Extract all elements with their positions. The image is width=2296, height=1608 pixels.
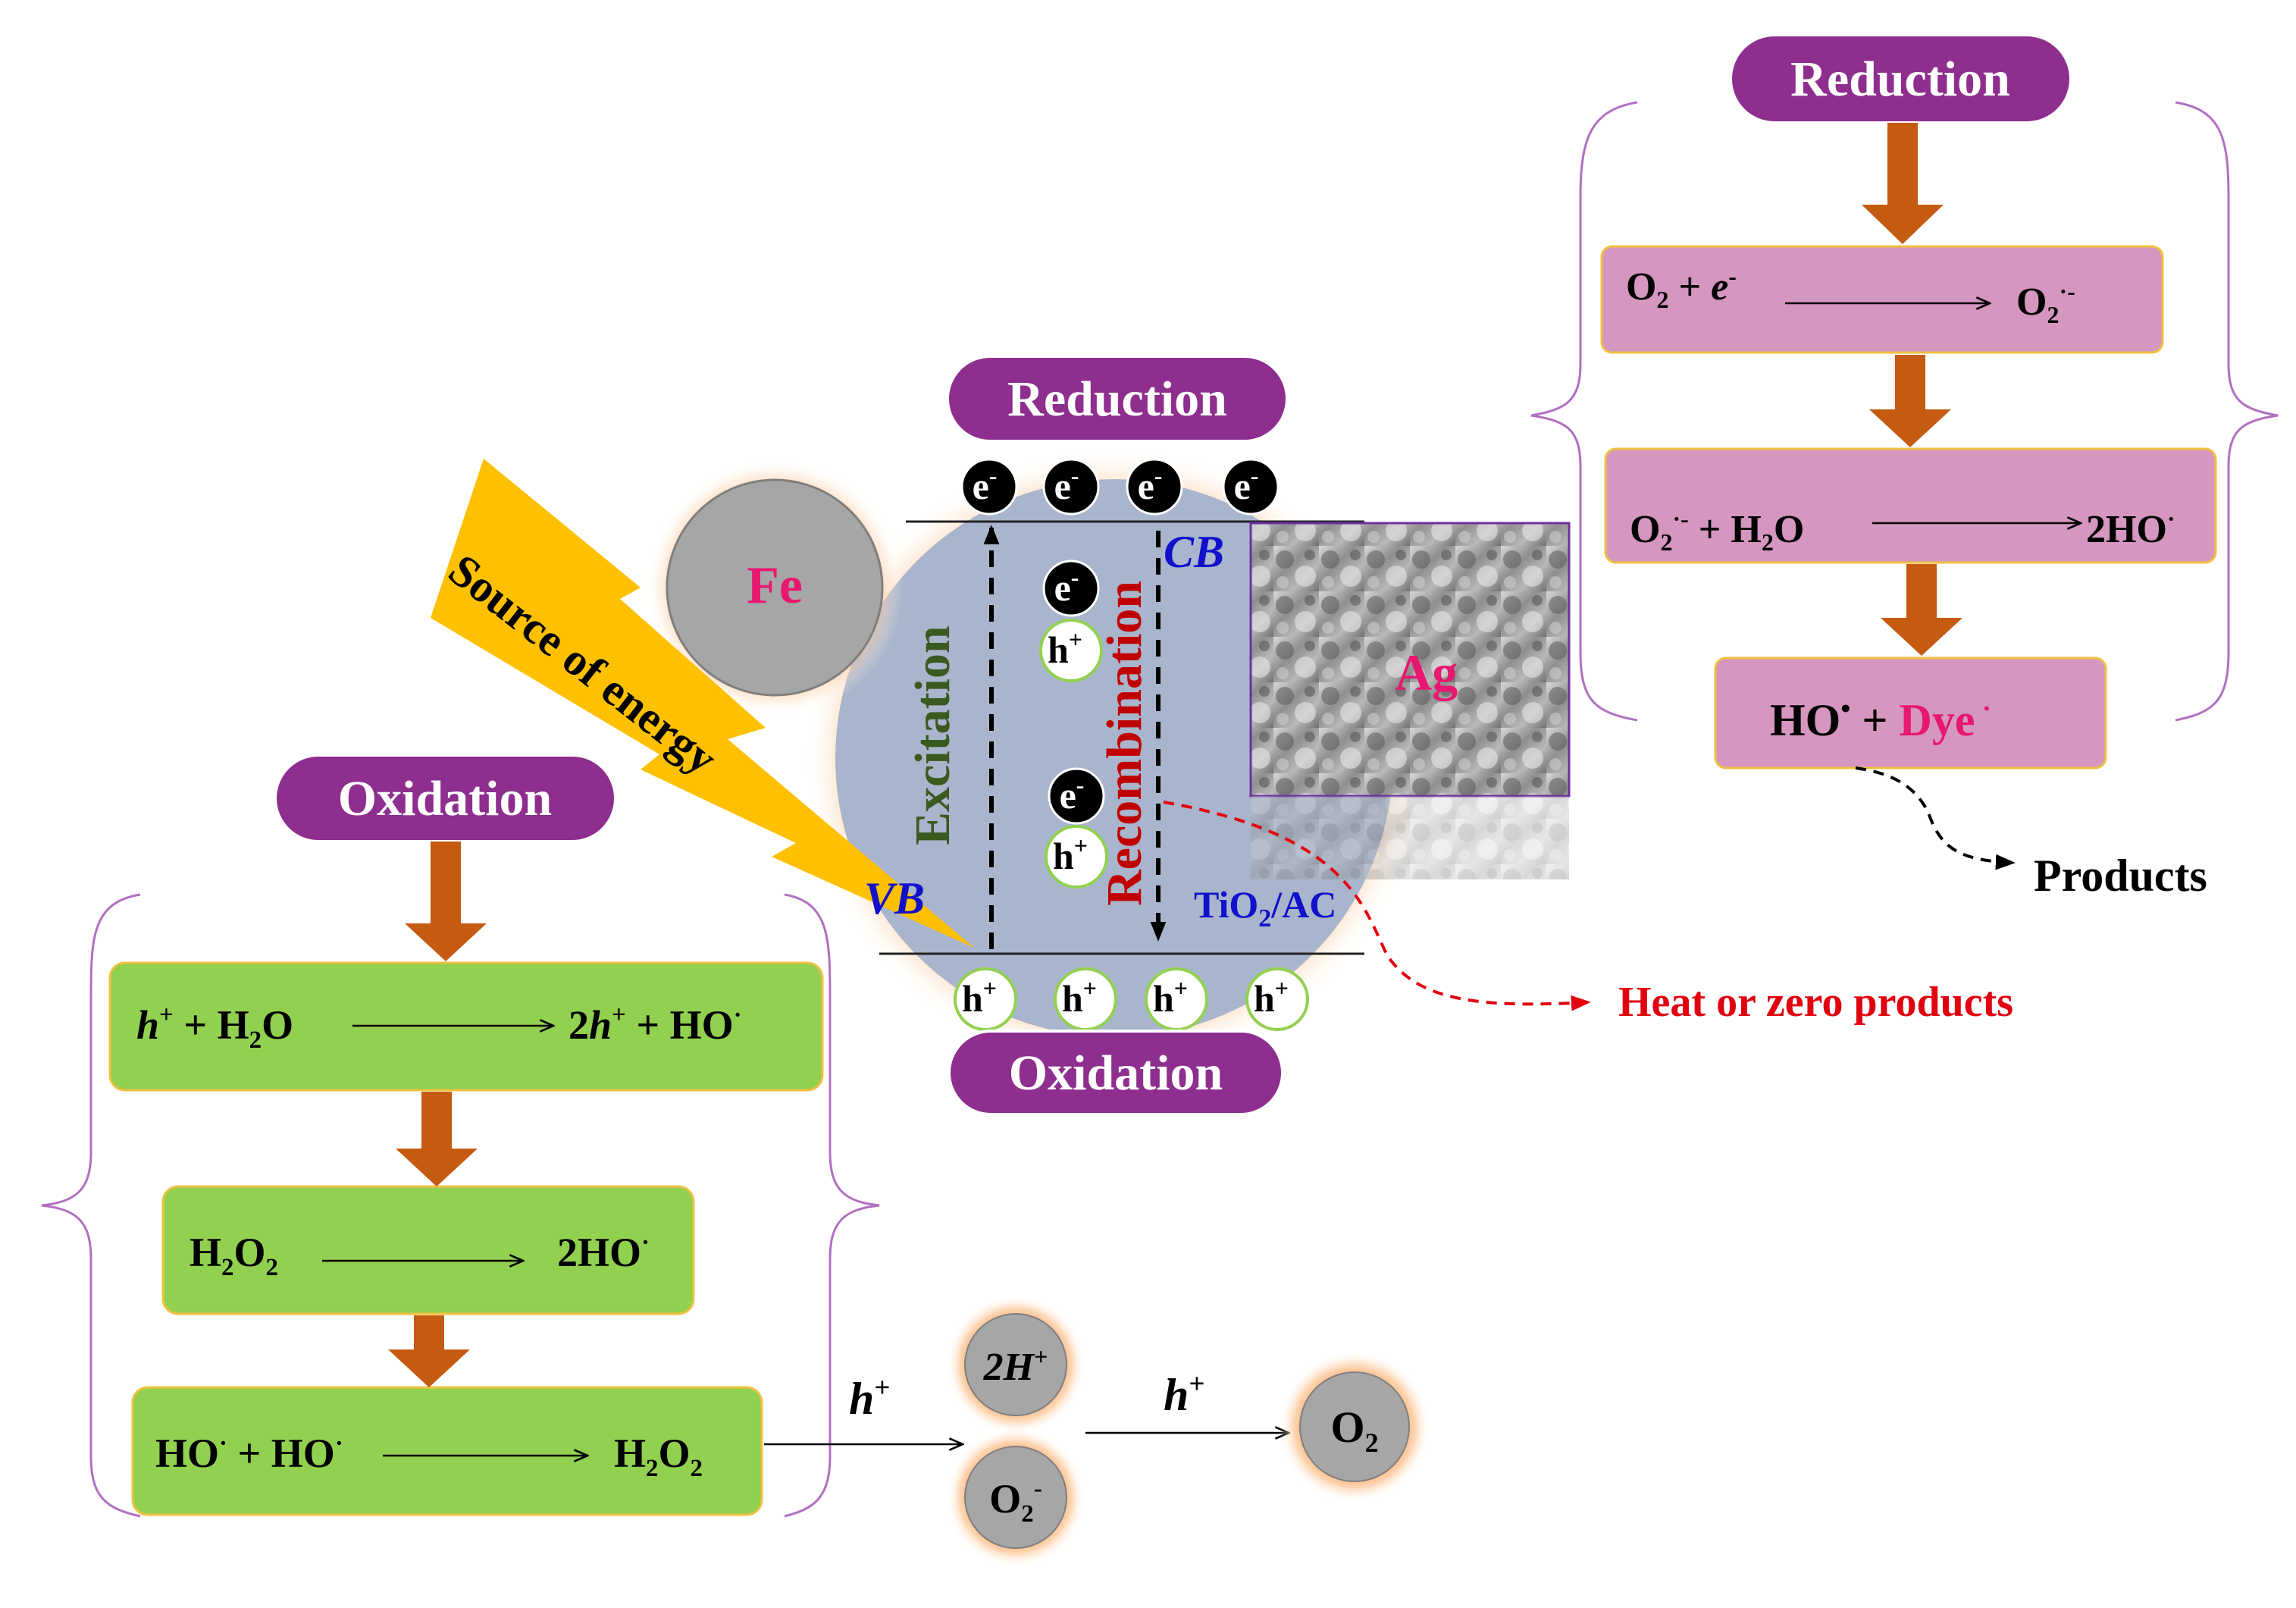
- right-reduction-flow: Reduction O2 + e- O2·- O2·- + H2O 2HO· H…: [1530, 36, 2279, 901]
- cb-electrons: e-e-e-e-: [960, 458, 1280, 516]
- svg-text:h+: h+: [1153, 974, 1188, 1020]
- oxidation-step-1-lhs: h+ + H2O: [136, 1001, 293, 1054]
- ag-sem-image: [1249, 522, 1571, 798]
- oxidation-title: Oxidation: [338, 771, 552, 826]
- oxidation-connectors: [388, 842, 487, 1387]
- center-reduction-pill: Reduction: [946, 355, 1289, 443]
- oxidation-pill: [277, 757, 614, 840]
- svg-text:e-: e-: [1234, 462, 1259, 507]
- left-oxidation-flow: Oxidation h+ + H2O 2h+ + HO· H2O2 2HO· H…: [41, 757, 880, 1518]
- heat-label: Heat or zero products: [1618, 979, 2013, 1026]
- oxidation-step-3-lhs: HO· + HO·: [155, 1430, 343, 1476]
- vb-label: VB: [864, 873, 925, 923]
- svg-text:h+: h+: [1254, 974, 1289, 1020]
- svg-text:h+: h+: [1062, 974, 1097, 1020]
- svg-text:e-: e-: [1138, 462, 1163, 507]
- reduction-title: Reduction: [1790, 52, 2010, 107]
- left-bracket-right: [784, 893, 880, 1518]
- h-plus-label-1: h+: [849, 1372, 890, 1424]
- cb-electron-3: e-: [1126, 458, 1183, 516]
- svg-text:e-: e-: [1054, 462, 1079, 507]
- pair-2-electron: e-: [1048, 767, 1105, 825]
- reduction-pill: [1732, 36, 2069, 121]
- circle-o2minus: [964, 1446, 1067, 1549]
- circle-o2minus-label: O2-: [989, 1475, 1042, 1528]
- reduction-step-1-rhs: O2·-: [2016, 277, 2075, 328]
- pair-1-electron: e-: [1042, 560, 1100, 617]
- electron-hole-pairs: e-h+ e-h+: [1039, 560, 1108, 889]
- svg-text:e-: e-: [1060, 771, 1085, 817]
- energy-bolt: [431, 459, 974, 948]
- oxygen-evolution: h+ 2H+ O2- h+ O2: [764, 1295, 1430, 1567]
- vb-hole-4: h+: [1245, 967, 1309, 1031]
- svg-text:Oxidation: Oxidation: [1009, 1045, 1223, 1101]
- reduction-connectors: [1862, 123, 1962, 656]
- svg-text:h+: h+: [1053, 832, 1088, 877]
- reduction-step-3-eq: HO• + Dye ·: [1770, 694, 1991, 745]
- right-bracket-left: [1530, 101, 1638, 722]
- vb-hole-2: h+: [1054, 967, 1117, 1031]
- oxidation-step-3-box: [131, 1386, 763, 1516]
- reduction-step-2-lhs: O2·- + H2O: [1630, 505, 1804, 556]
- vb-hole-3: h+: [1145, 967, 1208, 1031]
- circle-o2: [1299, 1371, 1410, 1482]
- svg-text:h+: h+: [962, 974, 997, 1020]
- cb-electron-1: e-: [960, 458, 1018, 516]
- svg-text:h+: h+: [1048, 625, 1082, 671]
- svg-text:Reduction: Reduction: [1007, 371, 1227, 427]
- reduction-step-1-lhs: O2 + e-: [1626, 262, 1737, 313]
- h-plus-label-2: h+: [1164, 1368, 1204, 1420]
- circle-2h-label: 2H+: [983, 1343, 1048, 1389]
- circle-2h: [964, 1313, 1067, 1416]
- reduction-step-2-box: [1604, 447, 2217, 564]
- left-bracket-left: [41, 893, 141, 1518]
- heat-arrow: [1163, 801, 1591, 1011]
- products-label: Products: [2034, 851, 2207, 901]
- vb-hole-1: h+: [954, 967, 1017, 1031]
- fe-label: Fe: [747, 556, 803, 615]
- reduction-step-1-box: [1600, 245, 2164, 354]
- ag-label: Ag: [1395, 644, 1458, 701]
- support-label: TiO2/AC: [1194, 883, 1336, 933]
- cb-label: CB: [1164, 527, 1224, 577]
- oxidation-step-2-lhs: H2O2: [190, 1230, 278, 1281]
- svg-text:e-: e-: [1054, 563, 1079, 609]
- pair-1-hole: h+: [1039, 619, 1103, 682]
- oxidation-step-1-rhs: 2h+ + HO·: [569, 1001, 742, 1048]
- oxidation-step-2-rhs: 2HO·: [557, 1229, 650, 1275]
- cb-electron-2: e-: [1042, 458, 1100, 516]
- oxidation-step-3-rhs: H2O2: [614, 1431, 703, 1482]
- reduction-step-3-box: [1714, 657, 2107, 770]
- ag-sem-fade: [1251, 796, 1569, 879]
- pair-2-hole: h+: [1045, 825, 1108, 889]
- products-arrow: [1855, 766, 2016, 870]
- svg-text:e-: e-: [973, 462, 998, 507]
- excitation-label: Excitation: [905, 625, 960, 845]
- cb-electron-4: e-: [1222, 458, 1280, 516]
- oxidation-step-2-box: [161, 1185, 695, 1315]
- center-oxidation-pill: Oxidation: [948, 1030, 1284, 1116]
- circle-o2-label: O2: [1330, 1403, 1378, 1458]
- vb-holes: h+ h+ h+ h+: [954, 967, 1309, 1031]
- reduction-step-2-rhs: 2HO·: [2086, 505, 2175, 551]
- fe-particle: [666, 478, 884, 697]
- right-bracket-right: [2175, 101, 2279, 722]
